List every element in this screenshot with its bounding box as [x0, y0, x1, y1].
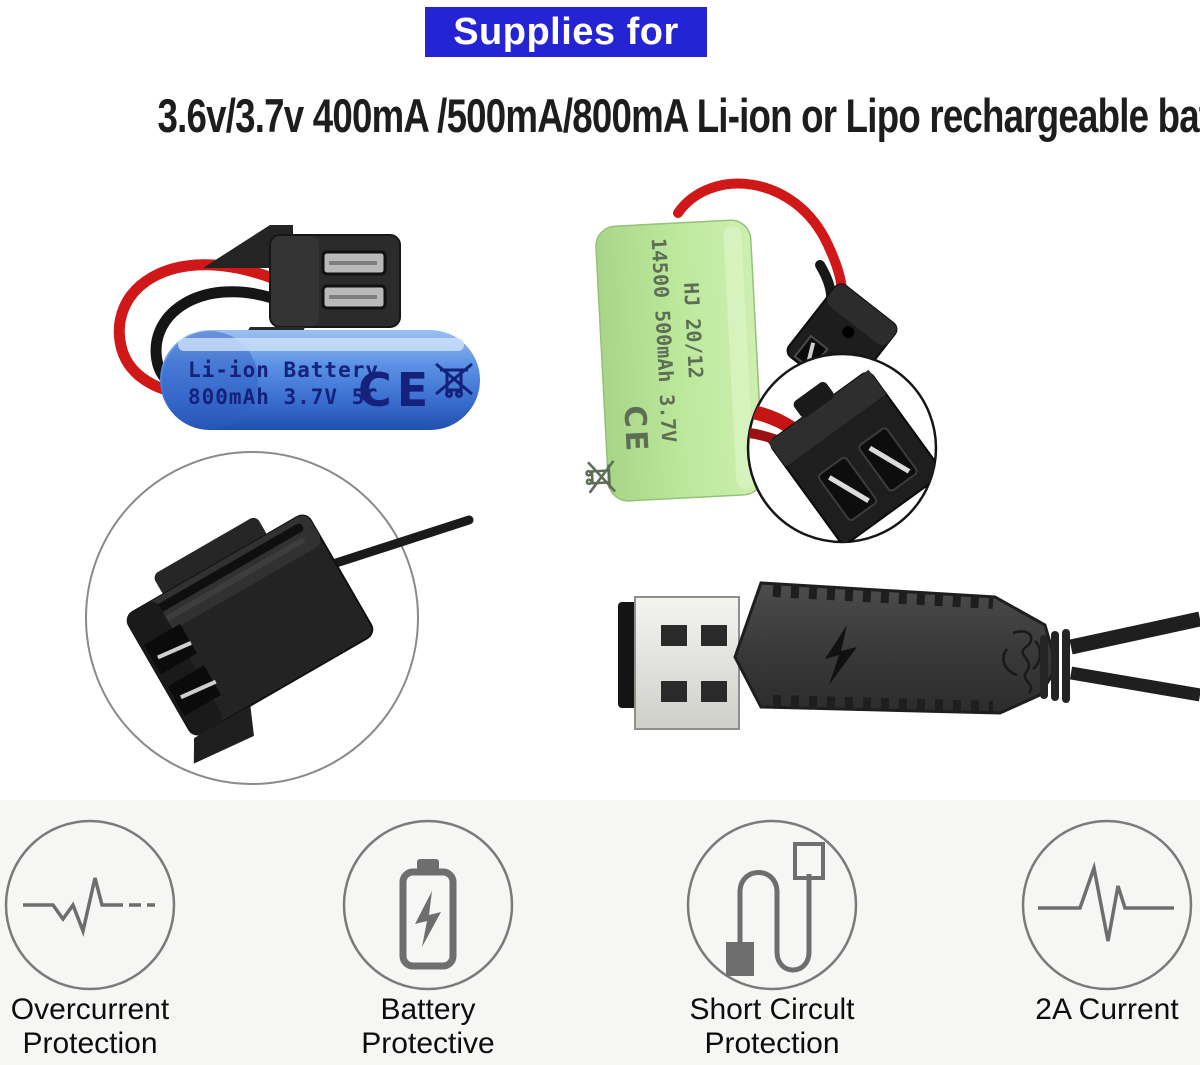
usb-plug-shell [634, 596, 740, 730]
crossed-wheelie-bin-icon [435, 362, 473, 398]
headline: 3.6v/3.7v 400mA /500mA/800mA Li-ion or L… [0, 88, 1200, 143]
charging-cable-icon [686, 819, 858, 991]
charger-body [733, 581, 1059, 715]
sm-plug-body [126, 514, 374, 764]
headline-text: 3.6v/3.7v 400mA /500mA/800mA Li-ion or L… [157, 89, 1200, 142]
battery-charging-icon [342, 819, 514, 991]
banner-label: Supplies for [453, 10, 679, 53]
cable [328, 515, 474, 569]
battery-print-line1: Li-ion Battery [188, 358, 379, 382]
feature-label-overcurrent: Overcurrent Protection [10, 993, 170, 1060]
cable [1069, 611, 1200, 655]
sm-plug-closeup-photo [85, 451, 474, 785]
battery-cylinder [160, 330, 480, 430]
feature-label-short-circuit: Short Circult Protection [689, 993, 855, 1060]
ce-mark: CE [616, 405, 653, 455]
ce-mark: CE [358, 363, 433, 417]
sm-socket-body [768, 369, 936, 542]
blue-battery-photo: Li-ion Battery 800mAh 3.7V 5C CE [113, 225, 480, 430]
current-wave-icon [1021, 819, 1193, 991]
feature-label-2a-current: 2A Current [1035, 993, 1179, 1026]
crossed-wheelie-bin-icon [585, 460, 617, 494]
feature-label-battery: Battery Protective [361, 993, 495, 1060]
battery-print-line2: 800mAh 3.7V 5C [188, 385, 379, 409]
battery-body: 14500 500mAh 3.7V HJ 20/12 CE [585, 219, 764, 502]
sm-socket-closeup-photo [746, 352, 938, 544]
feature-strip [0, 800, 1200, 1065]
supplies-banner: Supplies for [425, 7, 707, 57]
lightning-bolt-icon [825, 625, 857, 685]
green-battery-photo: 14500 500mAh 3.7V HJ 20/12 CE [585, 178, 898, 502]
cable [1069, 666, 1200, 702]
overcurrent-pulse-icon [4, 819, 176, 991]
battery-print-line2: HJ 20/12 [679, 282, 708, 379]
usb-charger-photo [618, 581, 1200, 730]
